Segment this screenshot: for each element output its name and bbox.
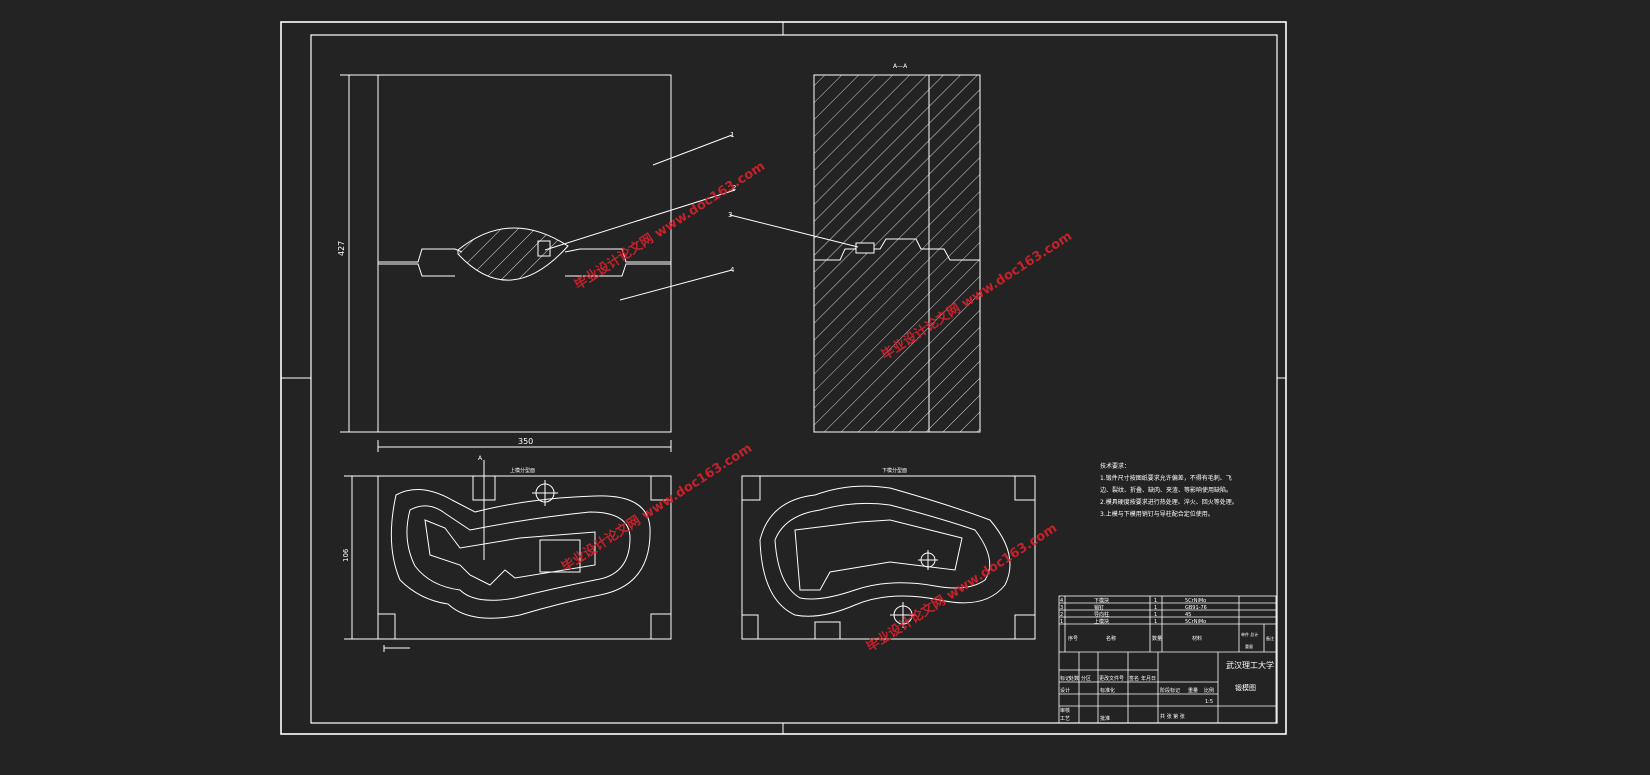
- sheet-outer-border: [280, 21, 1287, 735]
- row-label-mark: 标记: [1060, 675, 1070, 682]
- part-row-4-qty: 1: [1154, 598, 1157, 604]
- scale-value: 1:5: [1205, 699, 1213, 705]
- technical-requirements: 技术要求： 1.锻件尺寸按图纸要求允许偏差，不得有毛刺、飞 边、裂纹、折叠、缺肉…: [1100, 462, 1238, 518]
- stage-label: 阶段标记: [1160, 687, 1180, 694]
- row-label-date: 年月日: [1141, 675, 1156, 682]
- section-view[interactable]: [729, 74, 981, 433]
- part-row-1-name: 上模块: [1094, 618, 1109, 625]
- parts-header-single-total: 单件 总计: [1241, 631, 1258, 637]
- parts-header-name: 名称: [1106, 635, 1116, 642]
- section-mark-label: A: [478, 455, 483, 462]
- review-label: 审核: [1060, 707, 1070, 714]
- weight-label: 重量: [1188, 687, 1198, 694]
- tech-line-1: 1.锻件尺寸按图纸要求允许偏差，不得有毛刺、飞: [1100, 474, 1232, 482]
- process-label: 工艺: [1060, 716, 1070, 722]
- part-row-1-no: 1: [1060, 619, 1063, 625]
- leader-label-2: 2: [732, 184, 736, 192]
- part-row-1-material: 5CrNiMo: [1185, 619, 1206, 625]
- dim-width-top-left: 350: [518, 437, 533, 446]
- part-row-3-no: 3: [1060, 605, 1063, 611]
- part-row-1-qty: 1: [1154, 619, 1157, 625]
- row-label-sign: 签名: [1129, 675, 1139, 682]
- parts-header-weight: 重量: [1245, 643, 1253, 649]
- tech-line-4: 3.上模与下模用销钉与导柱配合定位使用。: [1100, 510, 1214, 518]
- part-row-2-no: 2: [1060, 612, 1063, 618]
- title-block: 武汉理工大学 锻模图 标记 处数 分区 更改文件号 签名 年月日 设计 标准化 …: [1060, 660, 1274, 722]
- leader-label-4: 4: [730, 266, 735, 274]
- watermark-3: 毕业设计论文网 www.doc163.com: [558, 440, 754, 575]
- watermark-1: 毕业设计论文网 www.doc163.com: [571, 158, 767, 293]
- part-row-2-name: 导向柱: [1094, 611, 1109, 618]
- upper-die-face-label: 上模分型面: [510, 467, 535, 474]
- part-row-4-material: 5CrNiMo: [1185, 598, 1206, 604]
- parts-list-grid: [1058, 595, 1277, 724]
- tech-line-2: 边、裂纹、折叠、缺肉、夹渣、等影响使用缺陷。: [1100, 486, 1232, 494]
- leader-label-3: 3: [728, 211, 732, 219]
- tech-line-3: 2.模具硬度按要求进行热处理、淬火、回火等处理。: [1100, 498, 1238, 506]
- center-marks: [281, 22, 1286, 734]
- standardization-label: 标准化: [1100, 687, 1115, 694]
- parts-list-rows: 4 下模块 1 5CrNiMo 3 销钉 1 GB91-76 2 导向柱 1 4…: [1060, 597, 1274, 649]
- part-row-2-material: 45: [1185, 612, 1191, 618]
- scale-label: 比例: [1204, 687, 1214, 694]
- row-label-count: 处数: [1069, 675, 1079, 682]
- parts-header-material: 材料: [1192, 635, 1202, 642]
- dim-height-bottom-left: 106: [342, 548, 350, 562]
- lower-die-plan-view[interactable]: [741, 475, 1036, 640]
- section-label: A—A: [893, 63, 908, 70]
- row-label-zone: 分区: [1081, 675, 1091, 682]
- lower-die-face-label: 下模分型面: [882, 467, 907, 474]
- parts-header-no: 序号: [1068, 635, 1078, 642]
- part-row-4-name: 下模块: [1094, 597, 1109, 604]
- design-label: 设计: [1060, 687, 1070, 694]
- dim-height-top-left: 427: [337, 241, 346, 256]
- part-row-3-material: GB91-76: [1185, 605, 1207, 611]
- drawing-name: 锻模图: [1235, 683, 1256, 692]
- part-row-2-qty: 1: [1154, 612, 1157, 618]
- upper-die-plan-view[interactable]: [344, 460, 672, 652]
- school-name: 武汉理工大学: [1226, 660, 1274, 670]
- part-row-3-qty: 1: [1154, 605, 1157, 611]
- row-label-change-doc: 更改文件号: [1099, 675, 1124, 682]
- sheet-info: 共 张 第 张: [1160, 713, 1185, 720]
- part-row-4-no: 4: [1060, 598, 1063, 604]
- parts-header-remark: 备注: [1266, 635, 1274, 641]
- top-left-view[interactable]: [340, 74, 736, 452]
- leader-label-1: 1: [730, 131, 734, 139]
- sheet-inner-border: [310, 34, 1278, 724]
- approve-label: 批准: [1100, 715, 1110, 722]
- tech-title: 技术要求：: [1100, 462, 1130, 470]
- part-row-3-name: 销钉: [1094, 604, 1104, 611]
- parts-header-qty: 数量: [1152, 635, 1162, 642]
